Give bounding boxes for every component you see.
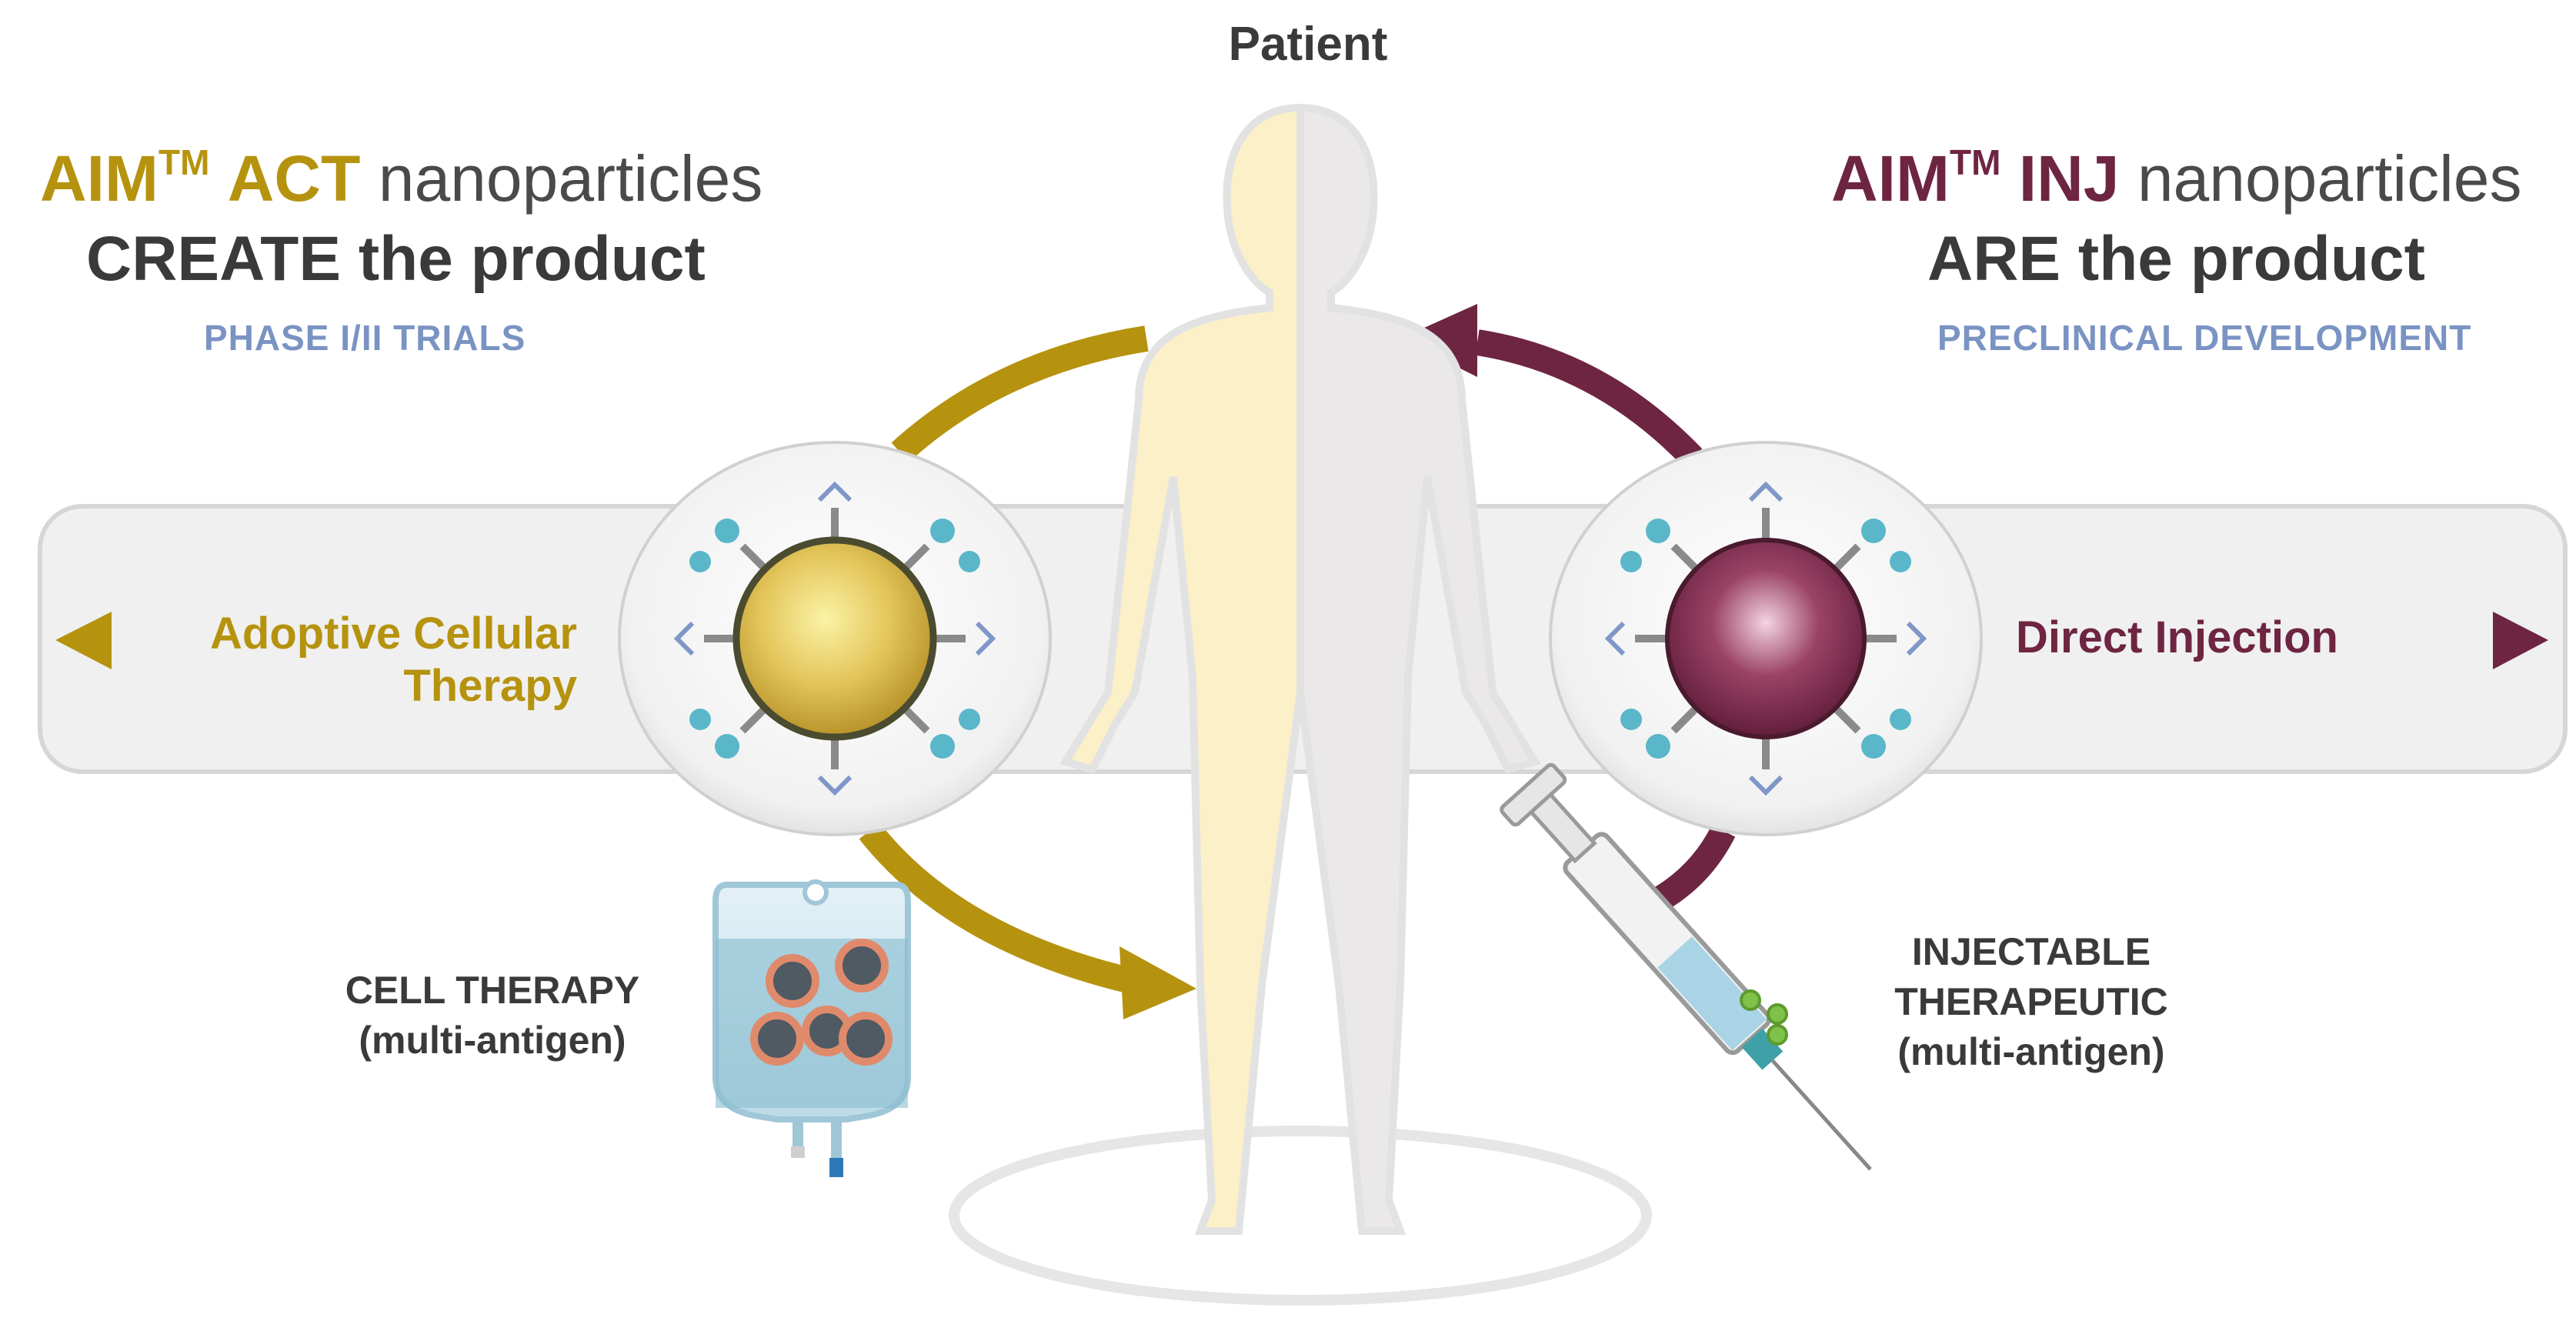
nanoparticle-act-icon — [618, 441, 1052, 836]
floor-ring — [949, 1126, 1652, 1306]
inj-band-label: Direct Injection — [2016, 612, 2338, 662]
act-cycle-arrow-top — [891, 325, 1149, 462]
cell-caption-line1: CELL THERAPY — [345, 969, 640, 1012]
inj-title-rest: nanoparticles — [2137, 142, 2522, 215]
inj-caption-line2: THERAPEUTIC — [1894, 980, 2168, 1023]
arrow-left-icon — [55, 612, 112, 669]
inj-cycle-arrow-top — [1475, 329, 1703, 467]
act-cycle-arrow-bottom — [859, 822, 1134, 994]
cell-therapy-caption: CELL THERAPY (multi-antigen) — [308, 966, 677, 1066]
inj-brand-suffix: INJ — [2018, 142, 2120, 215]
act-brand-sup: TM — [158, 142, 210, 182]
patient-label: Patient — [1228, 18, 1388, 71]
nanoparticle-inj-icon — [1549, 441, 1983, 836]
act-arrow-head — [1119, 946, 1196, 1019]
act-title: AIMTM ACT nanoparticles — [40, 145, 762, 211]
act-brand: AIM — [40, 142, 158, 215]
inj-subtitle: ARE the product — [1927, 224, 2425, 294]
act-title-rest: nanoparticles — [378, 142, 763, 215]
inj-caption-line1: INJECTABLE — [1911, 930, 2151, 973]
arrow-right-icon — [2493, 612, 2548, 669]
human-body-icon — [1059, 103, 1541, 1235]
act-phase: PHASE I/II TRIALS — [204, 318, 526, 358]
injectable-caption: INJECTABLE THERAPEUTIC (multi-antigen) — [1816, 927, 2247, 1077]
act-subtitle: CREATE the product — [86, 224, 706, 294]
inj-title: AIMTM INJ nanoparticles — [1831, 145, 2521, 211]
inj-caption-line3: (multi-antigen) — [1897, 1030, 2165, 1073]
act-band-label: Adoptive Cellular Therapy — [210, 609, 577, 712]
inj-brand: AIM — [1831, 142, 1950, 215]
cell-caption-line2: (multi-antigen) — [359, 1019, 626, 1062]
iv-bag-icon — [712, 879, 911, 1177]
antigen-particles — [1740, 989, 1788, 1046]
inj-brand-sup: TM — [1949, 142, 2001, 182]
act-brand-suffix: ACT — [227, 142, 361, 215]
inj-phase: PRECLINICAL DEVELOPMENT — [1937, 318, 2472, 358]
syringe-icon — [1500, 762, 1872, 1171]
